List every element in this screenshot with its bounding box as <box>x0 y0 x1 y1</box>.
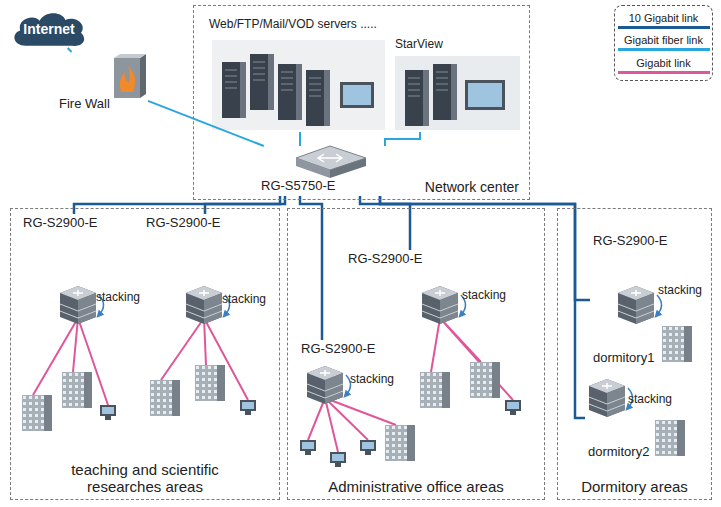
area-region: Administrative office areas RG-S2900-E RG-… <box>287 208 545 500</box>
node-label: RG-S2900-E <box>348 252 422 267</box>
ten-gigabit-link <box>300 196 322 340</box>
legend-text: Gigabit link <box>636 57 690 69</box>
legend-entry: 10 Gigabit link <box>618 12 710 29</box>
starview-server: StarView <box>392 36 514 132</box>
legend-text: Gigabit fiber link <box>624 34 703 46</box>
access-switch: RG-S2900-E <box>20 214 120 332</box>
area-region: teaching and scientific researches areas… <box>10 208 280 500</box>
ten-gigabit-link <box>205 196 285 214</box>
ten-gigabit-link <box>380 196 590 300</box>
legend-line-sample <box>618 48 710 51</box>
access-switch: RG-S2900-E <box>345 250 475 330</box>
access-switch: RG-S2900-E dormitory1 <box>590 232 690 368</box>
core-switch: RG-S5750-E <box>258 146 398 196</box>
region-title: Network center <box>425 179 519 195</box>
stacking-label: stacking <box>222 292 266 306</box>
access-switch: dormitory2 <box>585 374 680 462</box>
stacking-label: stacking <box>96 290 140 304</box>
firewall-node: Fire Wall <box>56 52 148 114</box>
internet-cloud: Internet <box>10 10 88 48</box>
gigabit-fiber-link <box>68 48 72 52</box>
area-region: Dormitory areas RG-S2900-E dormitory1 dormi… <box>557 208 712 500</box>
legend-text: 10 Gigabit link <box>629 12 699 24</box>
node-label: RG-S2900-E <box>301 342 375 357</box>
node-label: RG-S2900-E <box>593 234 667 249</box>
node-label: RG-S5750-E <box>261 179 335 194</box>
node-label: Fire Wall <box>59 97 110 112</box>
legend-line-sample <box>618 26 710 29</box>
server-group: Web/FTP/Mail/VOD servers ..... <box>206 16 392 132</box>
legend-box: 10 Gigabit linkGigabit fiber linkGigabit… <box>614 5 713 81</box>
stacking-label: stacking <box>350 372 394 386</box>
node-label: RG-S2900-E <box>23 216 97 231</box>
region-title: Administrative office areas <box>328 478 504 495</box>
node-label: Internet <box>23 21 74 37</box>
node-label: dormitory2 <box>588 445 649 460</box>
node-label: dormitory1 <box>593 351 654 366</box>
ten-gigabit-link <box>380 196 585 418</box>
network-center-region: Network center Web/FTP/Mail/VOD servers .… <box>193 5 530 200</box>
legend-line-sample <box>618 71 710 74</box>
legend-entry: Gigabit link <box>618 57 710 74</box>
gigabit-fiber-link <box>299 132 301 146</box>
node-label: StarView <box>395 38 443 52</box>
gigabit-fiber-link <box>148 101 264 146</box>
stacking-label: stacking <box>462 288 506 302</box>
stacking-label: stacking <box>628 392 672 406</box>
node-label: Web/FTP/Mail/VOD servers ..... <box>209 18 377 32</box>
node-label: RG-S2900-E <box>146 216 220 231</box>
region-title: Dormitory areas <box>581 478 688 495</box>
cloud-outline <box>14 13 84 46</box>
access-switch: RG-S2900-E <box>143 214 243 332</box>
stacking-label: stacking <box>658 283 702 297</box>
legend-entry: Gigabit fiber link <box>618 34 710 51</box>
region-title: teaching and scientific researches areas <box>45 461 245 496</box>
gigabit-fiber-link <box>385 132 420 146</box>
